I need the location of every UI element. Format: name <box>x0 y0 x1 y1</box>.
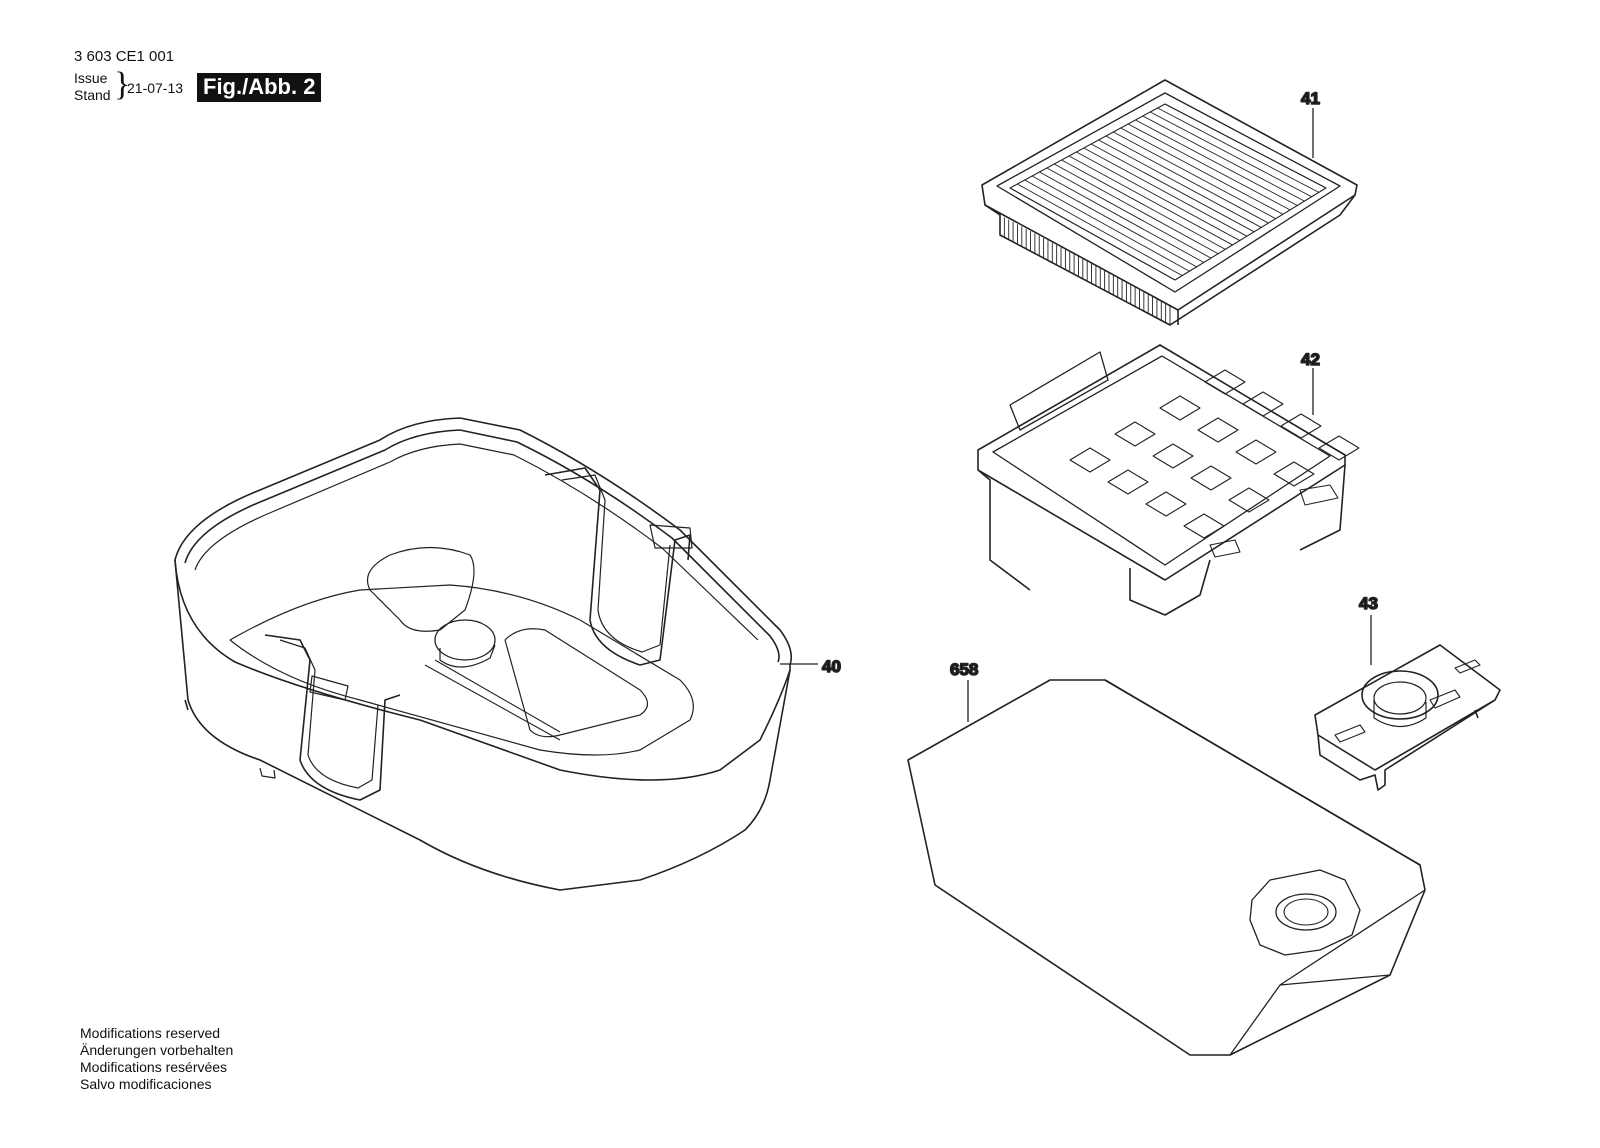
callout-40: 40 <box>822 657 841 676</box>
grid-cell <box>1152 443 1194 469</box>
pleat-line <box>1076 151 1240 241</box>
grid-cell <box>1159 395 1201 421</box>
pleat-line <box>1157 107 1320 193</box>
callout-658: 658 <box>950 660 978 679</box>
part-658-filter-bag <box>907 679 1426 1056</box>
pleat-line <box>1142 115 1305 202</box>
grid-cell <box>1273 461 1315 487</box>
pleat-line <box>1039 171 1204 263</box>
pleat-line <box>1105 135 1269 224</box>
grid-cell <box>1197 417 1239 443</box>
pleat-line <box>1024 179 1190 272</box>
issue-date: 21-07-13 <box>127 80 184 96</box>
callout-41: 41 <box>1301 89 1320 108</box>
pleat-line <box>1135 119 1298 206</box>
callout-43: 43 <box>1359 594 1378 613</box>
grid-cell <box>1114 421 1156 447</box>
pleat-line <box>1083 147 1248 237</box>
pleat-line <box>1150 111 1312 198</box>
pleat-line <box>1017 183 1183 277</box>
grid-cell <box>1235 439 1277 465</box>
grid-cell <box>1318 435 1360 461</box>
grid-cell <box>1145 491 1187 517</box>
pleat-line <box>1046 167 1212 259</box>
grid-cell <box>1204 369 1246 395</box>
pleat-line <box>1098 139 1262 228</box>
pleat-line <box>1120 127 1284 215</box>
grid-cell <box>1183 513 1225 539</box>
brace-glyph: } <box>114 66 131 103</box>
part-41-pleated-filter <box>981 79 1358 326</box>
pleat-line <box>1068 155 1233 246</box>
grid-cell <box>1228 487 1270 513</box>
stand-label: Stand <box>74 87 111 103</box>
note-es: Salvo modificaciones <box>80 1076 212 1092</box>
pleat-line <box>1054 163 1219 255</box>
grid-cell <box>1280 413 1322 439</box>
grid-cell <box>1069 447 1111 473</box>
grid-cell <box>1190 465 1232 491</box>
pleat-line <box>1164 103 1327 189</box>
callout-42: 42 <box>1301 350 1320 369</box>
issue-stand-labels: Issue Stand <box>74 70 111 104</box>
pleat-line <box>1031 175 1197 268</box>
figure-label: Fig./Abb. 2 <box>197 73 322 102</box>
modifications-notice: Modifications reserved Änderungen vorbeh… <box>80 1025 233 1093</box>
part-42-filter-holder <box>977 344 1360 616</box>
issue-label: Issue <box>74 70 108 86</box>
document-number: 3 603 CE1 001 <box>74 48 175 65</box>
pleat-line <box>1090 143 1255 233</box>
note-de: Änderungen vorbehalten <box>80 1042 234 1058</box>
grid-cell <box>1242 391 1284 417</box>
pleat-line <box>1009 187 1176 281</box>
pleat-line <box>1127 123 1291 211</box>
pleat-line <box>1061 159 1226 250</box>
part-40-dust-container <box>174 417 793 891</box>
note-fr: Modifications resérvées <box>80 1059 228 1075</box>
part-43-adapter-frame <box>1314 644 1501 791</box>
pleat-line <box>1113 131 1276 220</box>
note-en: Modifications reserved <box>80 1025 221 1041</box>
grid-cell <box>1107 469 1149 495</box>
